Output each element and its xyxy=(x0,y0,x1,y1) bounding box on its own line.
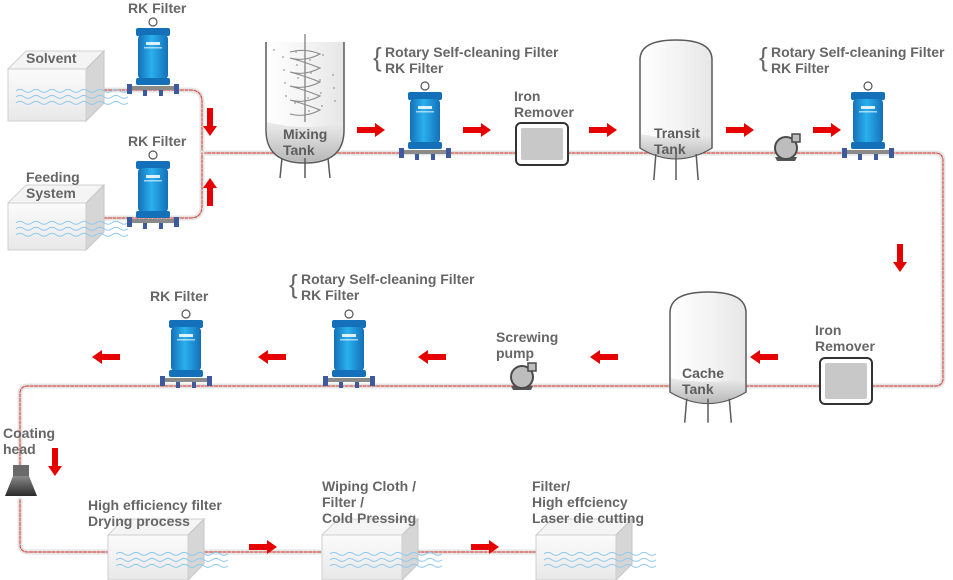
feeding-system-label: Feeding System xyxy=(26,169,80,201)
flow-arrow-icon xyxy=(893,244,907,272)
flow-arrow-icon xyxy=(463,123,491,137)
solvent-label: Solvent xyxy=(26,50,77,66)
rk-filter-icon xyxy=(127,150,179,229)
pipeline-network xyxy=(17,87,946,555)
rotary-filter-1-label: Rotary Self-cleaning Filter RK Filter xyxy=(385,44,559,76)
rk-filter-row2-label: RK Filter xyxy=(150,288,209,304)
flow-arrow-icon xyxy=(726,123,754,137)
coating-head-label: Coating head xyxy=(3,425,56,457)
pipe-line xyxy=(19,499,591,553)
rk-filter-icon xyxy=(323,309,375,388)
rotary-filter-2-label: Rotary Self-cleaning Filter RK Filter xyxy=(771,44,945,76)
flow-arrow-icon xyxy=(750,350,778,364)
tank-icon xyxy=(669,291,747,423)
rk-filter-icon xyxy=(399,81,451,160)
screwing-pump-label: Screwing pump xyxy=(496,329,559,361)
rotary-filter-3-label: Rotary Self-cleaning Filter RK Filter xyxy=(301,271,475,303)
flow-arrow-icon xyxy=(48,448,62,476)
laser-die-cutting-label: Filter/ High effciency Laser die cutting xyxy=(532,478,645,526)
flow-arrow-icon xyxy=(203,178,217,206)
mixing-tank-icon xyxy=(265,34,345,179)
brace-icon: { xyxy=(759,42,768,72)
container-icon xyxy=(534,517,657,580)
flow-arrow-icon xyxy=(589,123,617,137)
rk-filter-top-label: RK Filter xyxy=(128,0,187,16)
container-icon xyxy=(6,49,129,123)
transit-tank-label: Transit Tank xyxy=(654,125,700,157)
container-boxes xyxy=(6,49,657,580)
container-icon xyxy=(6,183,129,252)
pipe-line xyxy=(103,152,203,219)
iron-remover-icon xyxy=(819,357,873,405)
flow-arrow-icon xyxy=(471,540,499,554)
rk-filter-icon xyxy=(127,17,179,96)
pumps xyxy=(510,133,801,390)
pump-icon xyxy=(774,133,801,161)
brace-icon: { xyxy=(373,42,382,72)
high-efficiency-drying-label: High efficiency filter Drying process xyxy=(88,497,222,529)
flow-arrow-icon xyxy=(590,350,618,364)
pipe-line xyxy=(19,89,944,473)
iron-remover-2-label: Iron Remover xyxy=(815,322,875,354)
mixing-tank-label: Mixing Tank xyxy=(283,126,328,158)
brace-icon: { xyxy=(289,269,298,299)
wiping-cloth-label: Wiping Cloth / Filter / Cold Pressing xyxy=(322,478,417,526)
cache-tank-label: Cache Tank xyxy=(682,365,725,397)
filters xyxy=(127,17,894,388)
flow-arrow-icon xyxy=(258,350,286,364)
container-icon xyxy=(106,517,229,580)
iron-remover-1-label: Iron Remover xyxy=(514,88,574,120)
flow-arrow-icon xyxy=(203,108,217,136)
rk-filter-mid-label: RK Filter xyxy=(128,133,187,149)
flow-arrows xyxy=(48,108,907,554)
flow-arrow-icon xyxy=(92,350,120,364)
container-icon xyxy=(320,517,443,580)
flow-arrow-icon xyxy=(813,123,841,137)
tanks xyxy=(265,34,747,423)
rk-filter-icon xyxy=(160,309,212,388)
flow-arrow-icon xyxy=(249,540,277,554)
pump-icon xyxy=(510,362,537,390)
tank-icon xyxy=(639,39,713,181)
flow-arrow-icon xyxy=(418,350,446,364)
rk-filter-icon xyxy=(842,81,894,160)
iron-remover-icon xyxy=(515,122,569,166)
coating-head-icon xyxy=(5,465,37,496)
flow-arrow-icon xyxy=(357,123,385,137)
